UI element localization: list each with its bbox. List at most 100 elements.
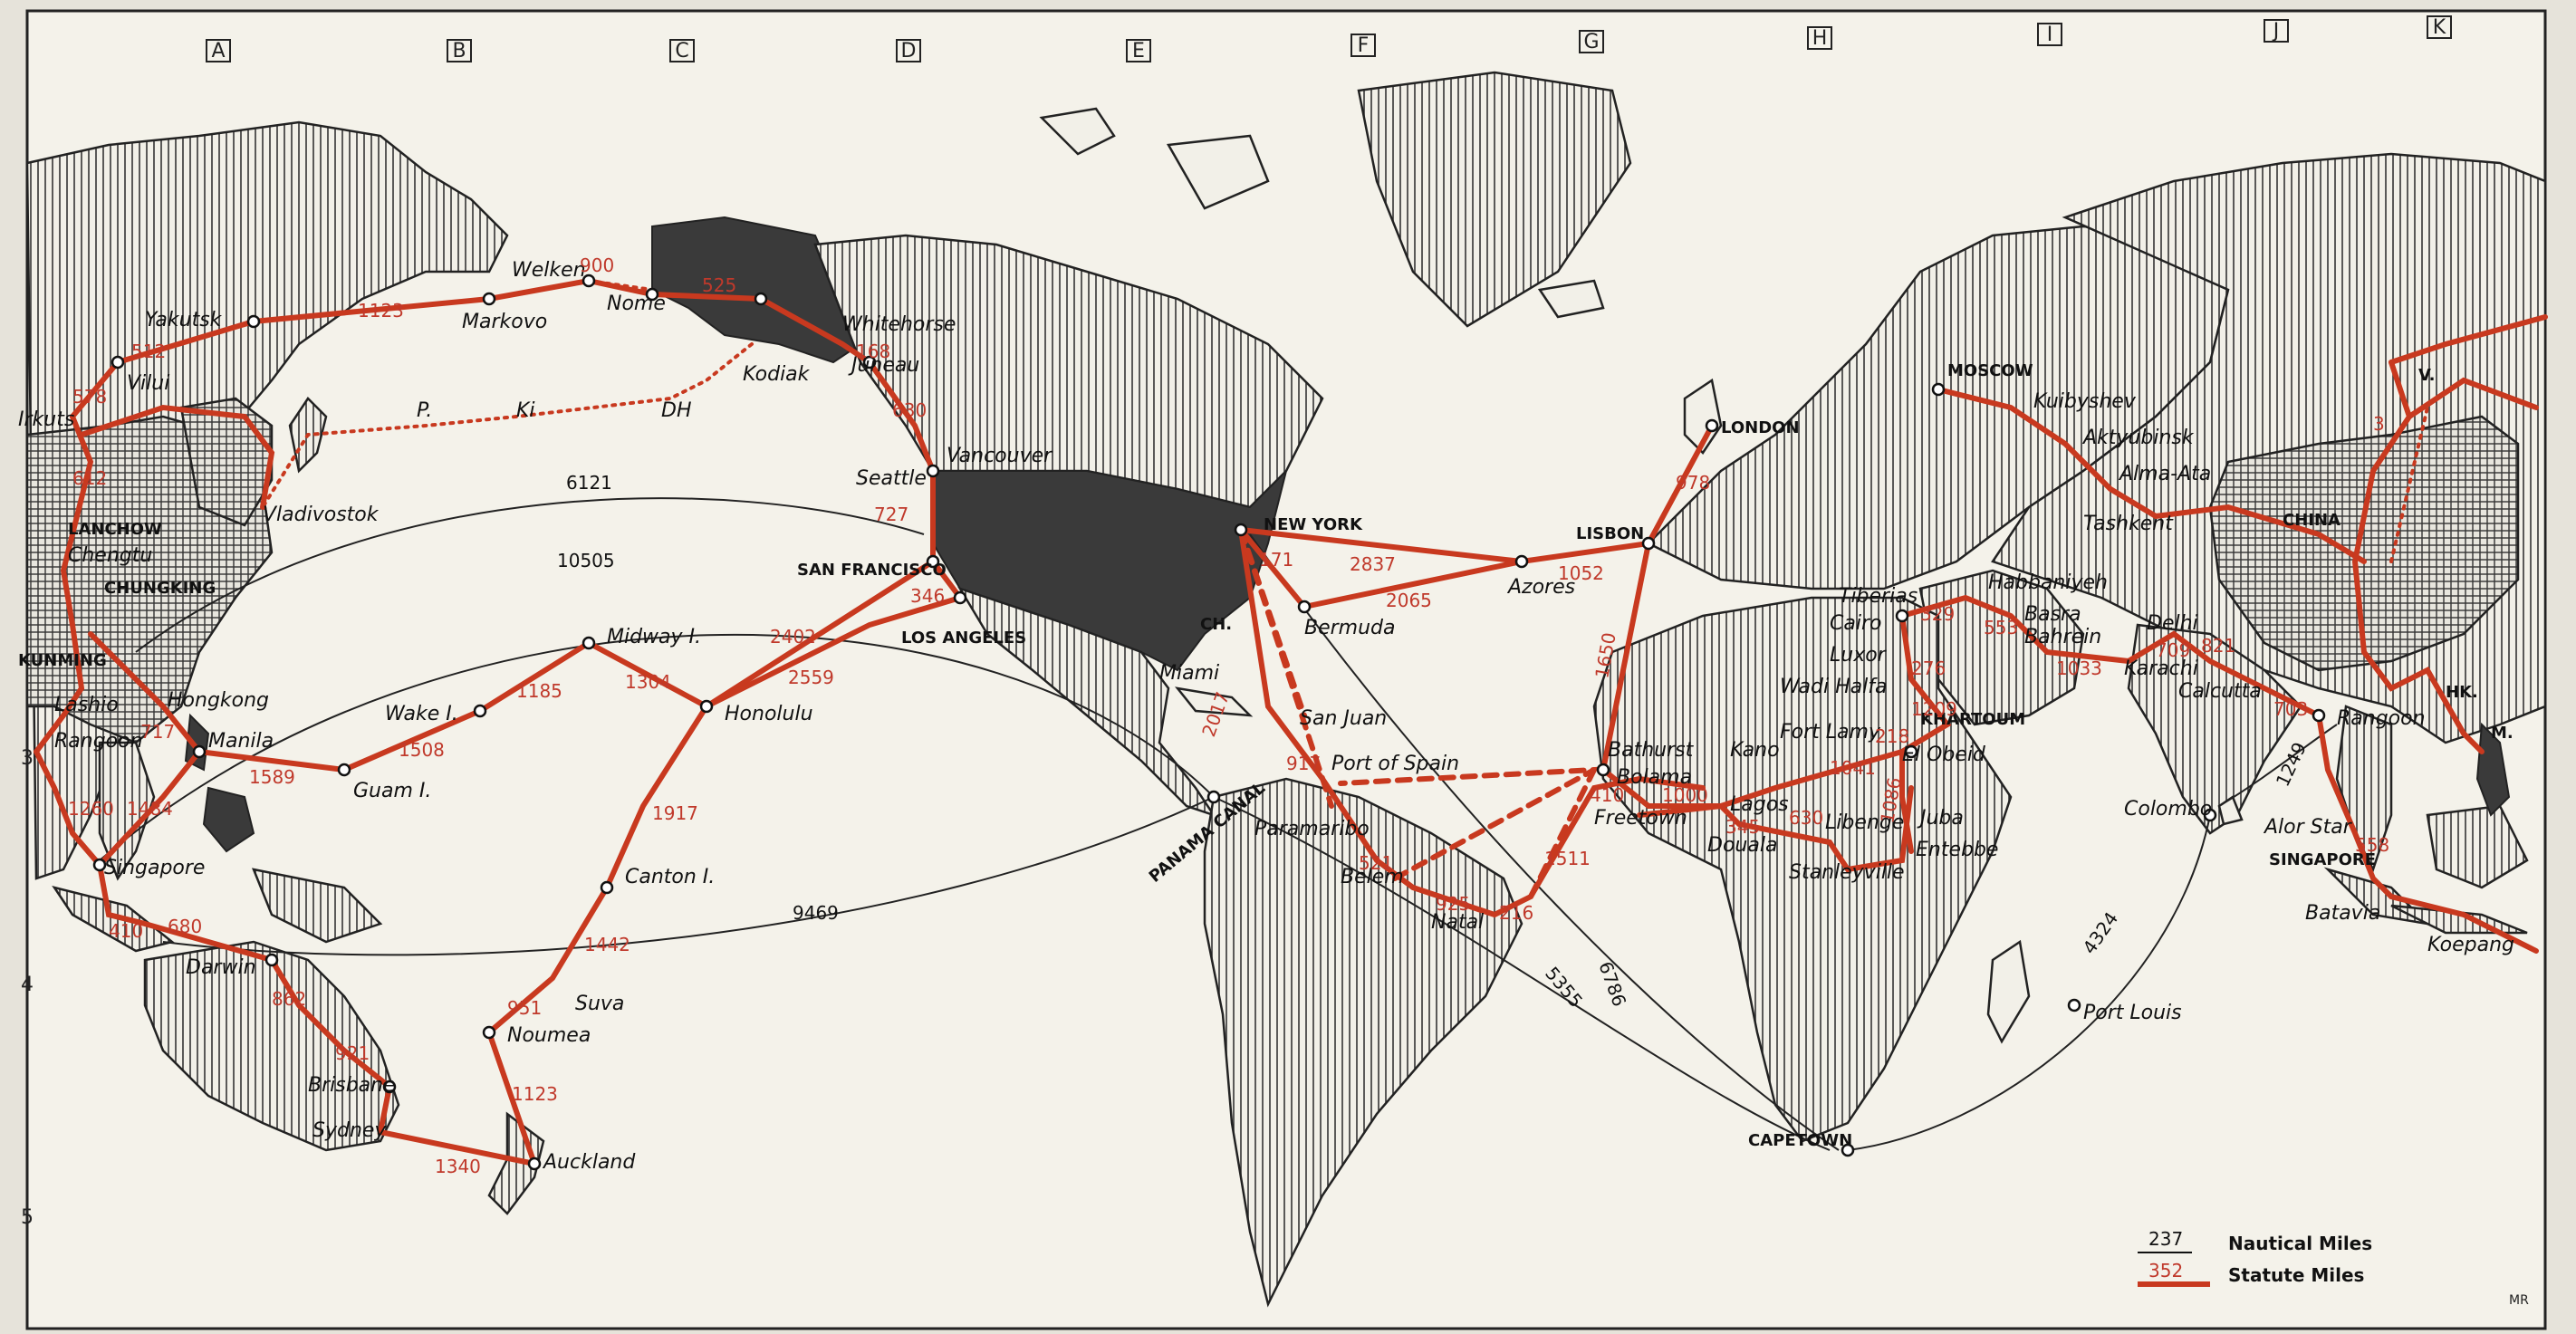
route-africa-juba	[1899, 749, 1914, 854]
dist-680: 680	[168, 916, 202, 937]
route-ne-asia-2	[2407, 377, 2539, 419]
dist-329: 329	[1920, 603, 1955, 625]
route-china-2	[88, 631, 202, 754]
sumatra	[52, 886, 175, 953]
distance-labels-red: 512 578 1123 900 525 168 630 727 346 240…	[68, 254, 2389, 1177]
label-lashio: Lashio	[54, 694, 119, 716]
gc-9469	[162, 796, 1215, 956]
route-kodiak-ki	[261, 342, 754, 509]
dist-1484: 1484	[127, 798, 173, 820]
dist-521: 521	[1359, 852, 1393, 874]
route-asia-east	[2351, 360, 2485, 754]
dist-171: 171	[1259, 549, 1293, 571]
label-belem: Belem	[1341, 866, 1404, 888]
dist-578: 578	[72, 386, 107, 408]
dist-2837: 2837	[1350, 553, 1396, 575]
gc-label-6121: 6121	[566, 472, 612, 494]
dist-525: 525	[702, 274, 736, 296]
label-port-of-spain: Port of Spain	[1331, 753, 1459, 775]
label-honolulu: Honolulu	[725, 703, 813, 725]
label-vancouver: Vancouver	[947, 445, 1053, 467]
label-welken: Welken	[512, 259, 586, 282]
label-chengtu: Chengtu	[68, 544, 152, 567]
dist-917: 917	[1286, 753, 1321, 774]
label-chungking: CHUNGKING	[104, 579, 216, 598]
great-circle-lines	[99, 497, 2338, 1151]
label-tashkent: Tashkent	[2083, 513, 2174, 535]
label-alor-star: Alor Star	[2263, 816, 2353, 839]
dist-709: 709	[2156, 639, 2190, 661]
british-isles	[1683, 378, 1723, 455]
route-singapore-darwin	[97, 862, 274, 963]
label-el-obeid: El Obeid	[1902, 744, 1986, 766]
dist-1185: 1185	[516, 680, 562, 702]
label-aktyubinsk: Aktyubinsk	[2081, 427, 2195, 449]
dist-1340: 1340	[435, 1156, 481, 1177]
gc-4324	[1847, 814, 2211, 1151]
label-paramaribo: Paramaribo	[1254, 818, 1370, 840]
grid-col-i: I	[2047, 24, 2053, 46]
label-calcutta: Calcutta	[2178, 680, 2262, 703]
label-manila: Manila	[208, 730, 274, 753]
iceland	[1537, 279, 1605, 319]
label-port-louis: Port Louis	[2083, 1002, 2182, 1024]
label-freetown: Freetown	[1594, 807, 1687, 830]
legend-nautical-value: 237	[2148, 1228, 2183, 1250]
dist-951: 951	[507, 997, 542, 1019]
label-ch: CH.	[1200, 615, 1232, 634]
label-moscow: MOSCOW	[1947, 361, 2033, 380]
grid-row-5: 5	[21, 1206, 34, 1229]
route-rangoon-singapore-e	[2316, 713, 2539, 954]
gc-label-10505: 10505	[557, 550, 615, 571]
label-new-york: NEW YORK	[1264, 515, 1363, 534]
grid-col-d: D	[901, 40, 917, 62]
route-lisbon-bathurst	[1600, 541, 1651, 773]
label-miami: Miami	[1159, 662, 1219, 685]
label-lisbon: LISBON	[1576, 524, 1644, 543]
label-vladivostok: Vladivostok	[263, 504, 380, 526]
label-vilui: Vilui	[127, 372, 169, 395]
label-canton: Canton I.	[625, 866, 715, 888]
route-la-sf	[930, 559, 963, 600]
grid-col-g: G	[1583, 31, 1599, 53]
label-brisbane: Brisbane	[308, 1074, 396, 1097]
city-labels: Yakutsk Vilui Irkuts Welken Nome Markovo…	[18, 259, 2514, 1174]
label-wake: Wake I.	[385, 703, 458, 725]
route-belem-bathurst	[1392, 767, 1597, 881]
dist-862: 862	[272, 988, 306, 1010]
dist-410: 410	[109, 920, 143, 942]
legend-statute-value: 352	[2148, 1260, 2183, 1281]
label-kano: Kano	[1730, 739, 1780, 762]
grid-row-4: 4	[21, 974, 34, 996]
label-bahrein: Bahrein	[2024, 626, 2101, 648]
label-noumea: Noumea	[507, 1024, 591, 1047]
label-yakutsk: Yakutsk	[145, 309, 223, 331]
label-habbaniyeh: Habbaniyeh	[1988, 571, 2108, 594]
route-china-dotted-e	[2389, 406, 2429, 563]
dist-630b: 630	[1789, 807, 1823, 829]
dist-900: 900	[580, 254, 614, 276]
label-batavia: Batavia	[2305, 902, 2380, 925]
label-natal: Natal	[1431, 911, 1484, 934]
label-rangoon-w: Rangoon	[54, 730, 143, 753]
china-east	[2208, 415, 2520, 672]
label-singapore-w: Singapore	[104, 857, 205, 879]
label-midway: Midway I.	[607, 626, 701, 648]
label-san-juan: San Juan	[1300, 707, 1387, 730]
route-darwin-sydney	[269, 957, 537, 1166]
dist-1041: 1041	[1830, 757, 1876, 779]
dist-925: 925	[1436, 893, 1470, 915]
grid-col-b: B	[452, 40, 466, 62]
grid-col-c: C	[675, 40, 688, 62]
label-bathurst: Bathurst	[1608, 739, 1695, 762]
route-cairo-karachi	[1899, 594, 2321, 718]
label-koepang: Koepang	[2427, 934, 2514, 956]
label-entebbe: Entebbe	[1916, 839, 1998, 861]
grid-col-f: F	[1358, 34, 1370, 57]
route-honolulu-la	[704, 595, 963, 709]
dist-3: 3	[2373, 413, 2385, 435]
label-m: M.	[2491, 724, 2514, 743]
arctic-island-1	[1039, 107, 1116, 156]
label-p: P.	[417, 399, 432, 422]
dist-1209: 1209	[1911, 698, 1957, 720]
